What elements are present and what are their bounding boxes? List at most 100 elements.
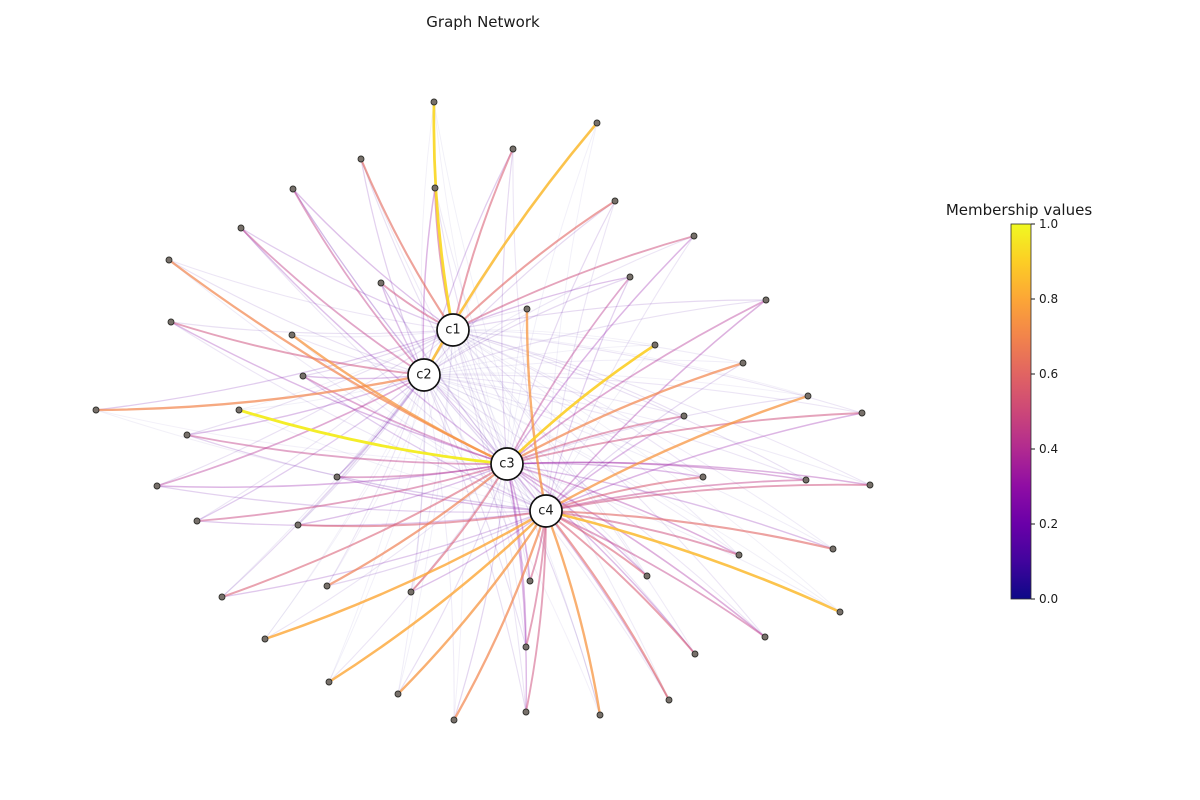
member-node [299, 372, 307, 380]
membership-edge [397, 374, 425, 695]
membership-edge [423, 374, 766, 638]
membership-edge [237, 408, 509, 466]
membership-edge [545, 276, 631, 512]
membership-edge [506, 308, 528, 465]
membership-edge [544, 394, 810, 513]
member-node [680, 412, 688, 420]
membership-edge [423, 374, 841, 613]
membership-edge [506, 395, 809, 465]
membership-edge [506, 299, 767, 465]
membership-edge [452, 329, 809, 397]
member-node [690, 232, 698, 240]
member-node [651, 341, 659, 349]
membership-edge [452, 329, 696, 655]
membership-edge [359, 157, 455, 332]
membership-edge [452, 329, 871, 486]
membership-edge [452, 329, 670, 701]
membership-edge [156, 374, 425, 487]
membership-edge [423, 372, 809, 397]
colorbar-gradient [1010, 223, 1032, 600]
member-node [294, 521, 302, 529]
membership-edge [506, 463, 841, 613]
member-node [804, 392, 812, 400]
membership-edge [544, 509, 835, 551]
member-node [522, 643, 530, 651]
membership-edge [506, 463, 740, 556]
membership-edge [423, 374, 704, 478]
cluster-center-label-c3: c3 [499, 457, 514, 472]
membership-edge [240, 227, 508, 465]
member-node [836, 608, 844, 616]
member-node [235, 406, 243, 414]
membership-edge [506, 463, 696, 655]
membership-edge [328, 329, 454, 683]
colorbar-tick-label: 0.0 [1039, 592, 1058, 606]
colorbar-tick-label: 0.8 [1039, 292, 1058, 306]
cluster-center-label-c2: c2 [416, 368, 431, 383]
membership-edge [544, 509, 602, 717]
membership-edge [545, 344, 656, 512]
membership-edge [95, 409, 547, 512]
membership-edge [196, 510, 547, 527]
member-node [735, 551, 743, 559]
membership-edge [423, 235, 695, 376]
member-node [377, 279, 385, 287]
membership-edge [326, 510, 547, 587]
membership-edge [170, 321, 547, 512]
membership-edge [545, 476, 704, 512]
membership-edge [238, 409, 547, 512]
membership-edge [360, 158, 425, 376]
membership-edge [292, 188, 508, 465]
membership-edge [423, 374, 685, 417]
membership-edge [156, 485, 547, 513]
membership-edge [94, 373, 426, 412]
cluster-center-c4 [529, 494, 563, 528]
cluster-center-c3 [490, 447, 524, 481]
membership-edge [452, 329, 841, 613]
membership-edge [545, 122, 598, 512]
membership-edge [156, 329, 454, 487]
membership-edge [544, 509, 671, 702]
membership-edge [156, 463, 508, 488]
membership-edge [506, 235, 695, 465]
membership-edge [545, 510, 740, 556]
colorbar-tick-label: 0.4 [1039, 442, 1058, 456]
membership-edge [420, 101, 435, 376]
membership-edge [326, 329, 454, 587]
membership-edge [545, 362, 744, 512]
member-node [92, 406, 100, 414]
membership-edge [397, 329, 454, 695]
membership-edge [291, 329, 454, 338]
membership-edge [545, 510, 766, 638]
member-node [450, 716, 458, 724]
membership-edge [545, 299, 767, 512]
membership-edge [423, 374, 834, 550]
membership-edge [452, 329, 744, 364]
membership-edge [545, 510, 648, 577]
member-node [523, 305, 531, 313]
membership-edge [196, 374, 425, 522]
cluster-center-label-c4: c4 [538, 504, 553, 519]
membership-edge [380, 282, 547, 512]
membership-edge [336, 463, 508, 479]
membership-edge [506, 122, 598, 465]
membership-edge [525, 510, 547, 713]
membership-edge [545, 415, 685, 512]
member-node [509, 145, 517, 153]
member-node [261, 635, 269, 643]
membership-edge [452, 329, 648, 577]
membership-edge [452, 329, 527, 648]
membership-edge [423, 359, 744, 376]
membership-edge [423, 299, 767, 376]
member-node [699, 473, 707, 481]
member-node [866, 481, 874, 489]
member-node [643, 572, 651, 580]
membership-edge [410, 510, 547, 593]
membership-edge [326, 374, 425, 587]
member-node [193, 517, 201, 525]
membership-edge [263, 509, 548, 641]
membership-edge [170, 321, 425, 376]
membership-edge [95, 409, 508, 465]
membership-edge [168, 259, 454, 331]
